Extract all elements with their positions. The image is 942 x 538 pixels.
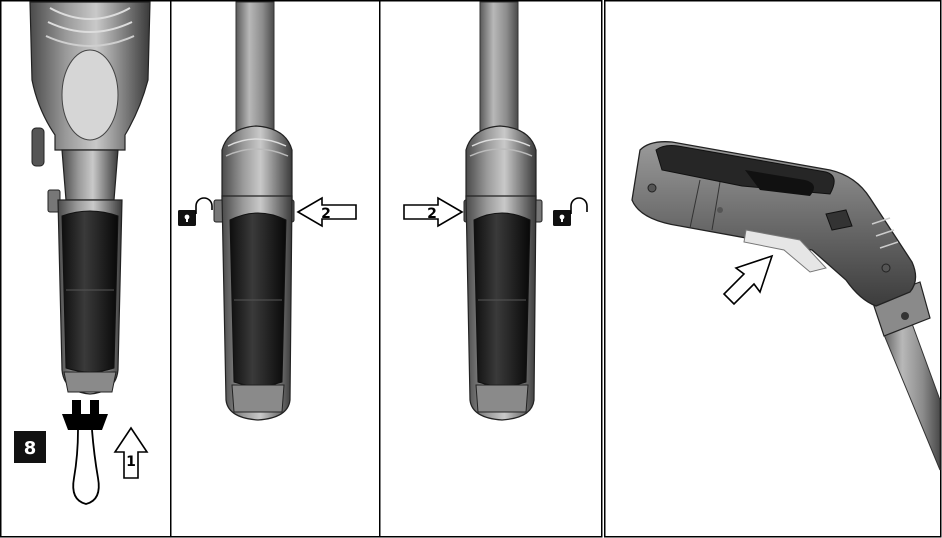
- figure-number-badge: 8: [14, 431, 46, 463]
- panel-3: 2: [403, 1, 588, 421]
- panel-4: [631, 141, 941, 471]
- arrow-up-icon: 1: [113, 426, 149, 479]
- handle-body: [631, 141, 917, 307]
- panel-2: 2: [178, 1, 357, 421]
- step-label-2-right: 2: [427, 206, 437, 222]
- step-label-1: 1: [126, 454, 136, 470]
- panel-1: 8 1: [14, 1, 151, 505]
- arrow-up-right-icon: [722, 254, 774, 306]
- figure-number: 8: [24, 438, 37, 459]
- panel-3-frame: [379, 0, 603, 538]
- side-button: [825, 209, 853, 231]
- joint-collar: [465, 125, 537, 201]
- device-body-top: [29, 1, 151, 167]
- lock-open-icon: [553, 197, 588, 226]
- device-neck: [61, 149, 119, 201]
- arrow-left-icon: 2: [296, 196, 357, 228]
- pole: [235, 1, 275, 145]
- cable-connector-icon: [62, 400, 108, 505]
- step-label-2-left: 2: [321, 206, 331, 222]
- joint-collar: [221, 125, 293, 201]
- pole: [881, 317, 941, 471]
- arrow-right-icon: 2: [403, 196, 464, 228]
- pole: [479, 1, 519, 145]
- lock-closed-icon: [178, 197, 213, 226]
- release-trigger: [743, 229, 827, 273]
- panel-4-frame: [604, 0, 942, 538]
- handle-rubber: [61, 210, 119, 373]
